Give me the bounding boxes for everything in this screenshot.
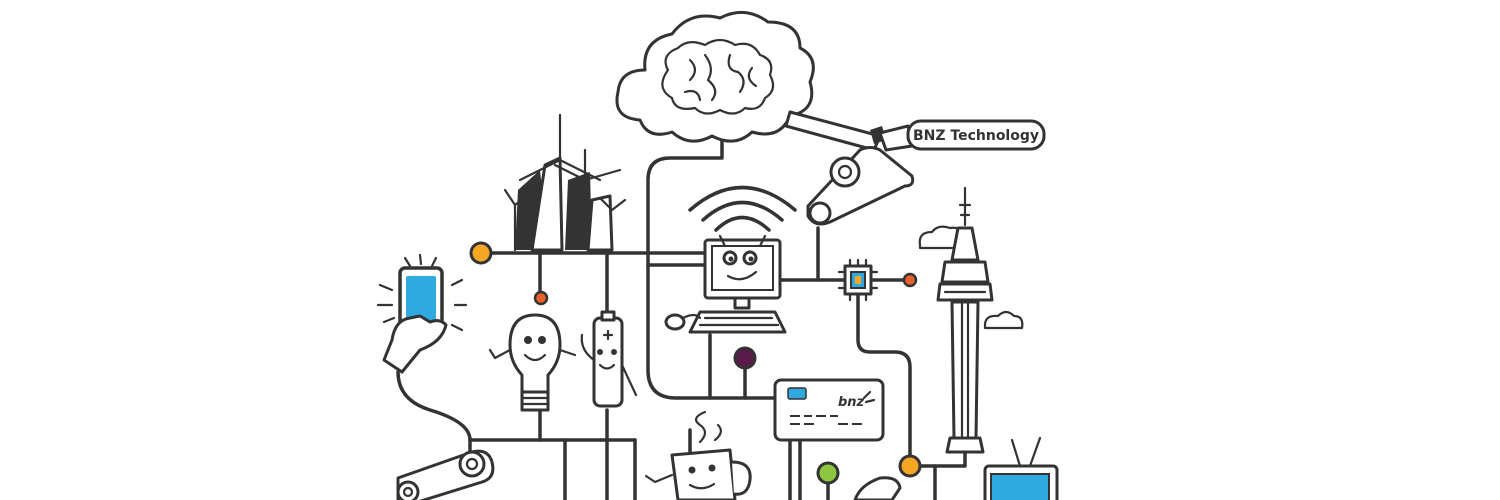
gadget-icon [853, 476, 902, 500]
connection-nodes [469, 241, 922, 485]
credit-card-icon: bnz [773, 378, 885, 442]
microchip-icon [837, 258, 879, 302]
lightbulb-character-icon [488, 313, 577, 412]
node-orange [898, 454, 922, 478]
smartphone-hand-icon [376, 253, 468, 374]
node-orange [469, 241, 493, 265]
node-green [816, 461, 840, 485]
circuit-lines [396, 136, 967, 500]
cloud-brain-icon [615, 10, 815, 143]
tv-screen [990, 473, 1050, 500]
wifi-signal-icon [688, 185, 797, 232]
card-chip [787, 387, 807, 400]
wind-turbines-icon [503, 113, 627, 252]
battery-character-icon [580, 310, 638, 408]
computer-character-icon [703, 234, 782, 310]
node-red [533, 290, 549, 306]
node-purple [733, 346, 757, 370]
sky-tower-icon [918, 186, 1024, 454]
television-icon [983, 436, 1059, 500]
card-brand: bnz [838, 395, 865, 410]
keyboard-icon [688, 310, 787, 334]
phone-screen [406, 276, 436, 328]
robot-arm-icon [784, 110, 915, 226]
mouse-icon [664, 313, 702, 331]
label-text: BNZ Technology [913, 128, 1039, 144]
conveyor-icon [396, 449, 495, 500]
node-red [902, 272, 918, 288]
coffee-mug-icon [644, 410, 752, 500]
bnz-technology-label: BNZ Technology [906, 119, 1046, 151]
